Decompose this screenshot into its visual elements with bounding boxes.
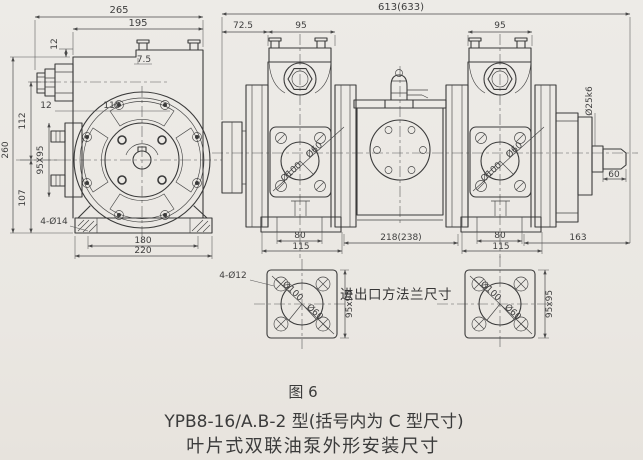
- dim-sv-shaft-length: 60: [608, 170, 620, 180]
- dim-sv-drive-end-length: 163: [569, 233, 586, 243]
- side-view-dims: 613(633) 72.5 95 95 Ø25k6 60 218(238) 16…: [221, 2, 631, 254]
- side-view: [221, 37, 627, 233]
- front-view: [36, 39, 213, 234]
- dim-fv-side-port-size: 95X95: [36, 145, 46, 174]
- dim-fv-top-offset: 12: [50, 38, 60, 49]
- dim-fv-upper-height: 112: [18, 112, 28, 129]
- dim-sv-port2-outer: Ø100: [479, 160, 505, 185]
- dim-flange-right-inner: Ø60: [502, 302, 523, 323]
- dim-sv-pump1-width: 95: [295, 21, 306, 31]
- port1-bolts: [275, 132, 326, 192]
- dim-sv-overall-length: 613(633): [378, 2, 424, 13]
- dim-sv-port1-outer: Ø100: [279, 160, 305, 185]
- dim-fv-overall-height: 260: [1, 141, 11, 158]
- dim-fv-foot-hole-span: 180: [134, 236, 151, 246]
- port2-bolts: [475, 132, 526, 192]
- dim-sv-pump1-base-width: 115: [292, 242, 309, 252]
- figure-title: YPB8-16/A.B-2 型(括号内为 C 型尺寸): [163, 412, 463, 432]
- dim-flange-right-size: 95x95: [545, 290, 555, 318]
- dim-fv-bolt-circle: 110: [103, 101, 120, 111]
- dim-fv-plate-thickness: 12: [40, 101, 51, 111]
- dim-fv-step: 7.5: [137, 55, 151, 65]
- caption: 图 6 YPB8-16/A.B-2 型(括号内为 C 型尺寸) 叶片式双联油泵外…: [163, 383, 463, 457]
- dim-sv-rear-overhang: 72.5: [233, 21, 253, 31]
- dim-sv-pump-spacing: 218(238): [380, 233, 421, 243]
- dim-fv-foot-holes: 4-Ø14: [40, 216, 68, 227]
- front-view-dims: 265 195 12 7.5 12 110 112 107 260 95X95 …: [1, 5, 213, 259]
- figure-number: 图 6: [288, 383, 317, 401]
- flange-note: 进出口方法兰尺寸: [340, 287, 452, 303]
- dim-sv-pump2-base-width: 115: [492, 242, 509, 252]
- dim-flange-bolt-holes: 4-Ø12: [219, 270, 247, 281]
- dim-fv-body-width: 195: [128, 18, 147, 29]
- dim-flange-left-inner: Ø60: [304, 302, 325, 323]
- dim-flange-left-size: 95x95: [345, 290, 355, 318]
- dim-fv-base-width: 220: [134, 246, 151, 256]
- dim-fv-lower-height: 107: [18, 189, 28, 206]
- dim-sv-pump1-foot-span: 80: [294, 231, 306, 241]
- dim-sv-shaft-dia: Ø25k6: [584, 86, 595, 116]
- dim-fv-overall-width: 265: [109, 5, 128, 16]
- dim-sv-pump2-width: 95: [494, 21, 505, 31]
- figure-subtitle: 叶片式双联油泵外形安装尺寸: [186, 436, 440, 457]
- dim-sv-pump2-foot-span: 80: [494, 231, 506, 241]
- middle-flange-holes: [373, 126, 427, 174]
- rim-bolt-holes: [82, 100, 202, 220]
- hub-bolt-holes: [117, 135, 167, 185]
